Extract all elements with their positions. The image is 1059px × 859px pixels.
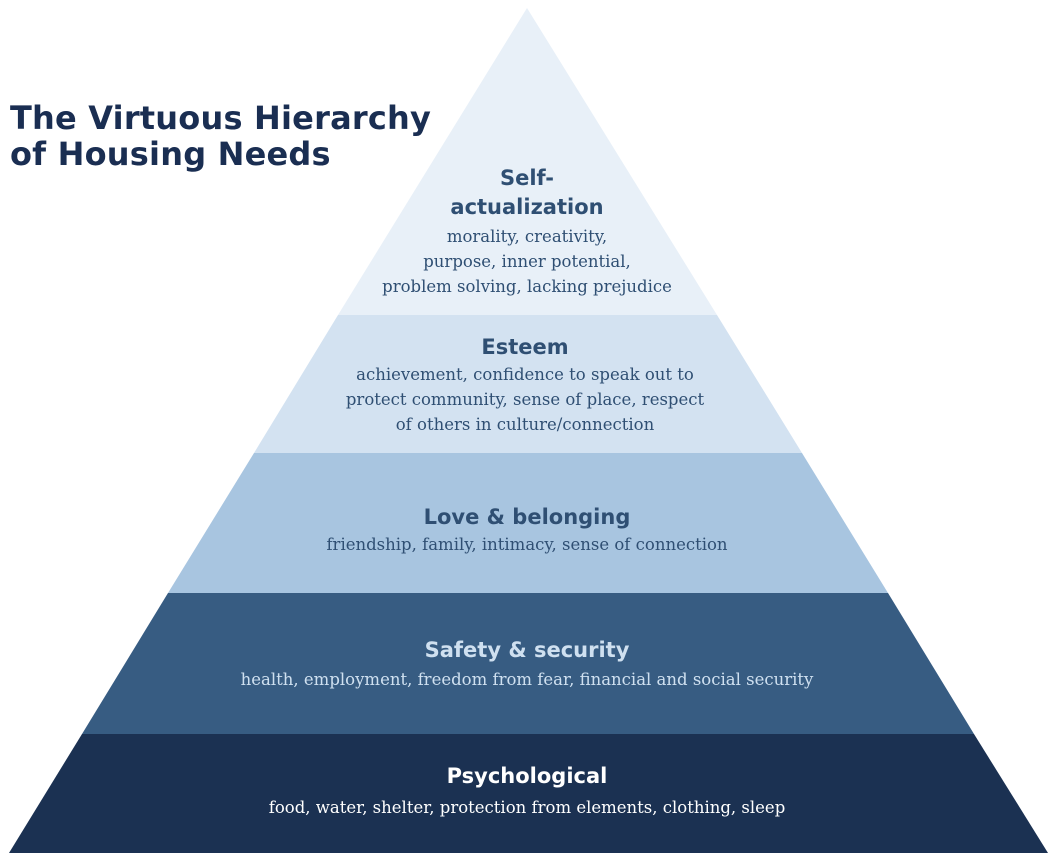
level-self-actualization-desc-3: problem solving, lacking prejudice: [382, 277, 672, 296]
level-esteem-desc-3: of others in culture/connection: [395, 415, 655, 434]
level-self-actualization-shape: [338, 8, 717, 315]
level-love-belonging-desc: friendship, family, intimacy, sense of c…: [326, 535, 728, 554]
level-esteem: Esteem achievement, confidence to speak …: [346, 333, 704, 437]
level-esteem-desc-2: protect community, sense of place, respe…: [345, 390, 705, 409]
level-psychological: Psychological food, water, shelter, prot…: [269, 762, 786, 820]
level-love-belonging: Love & belonging friendship, family, int…: [326, 503, 727, 557]
level-safety-shape: [82, 593, 974, 734]
level-psychological-desc: food, water, shelter, protection from el…: [268, 798, 786, 817]
level-self-actualization-title-2: actualization: [450, 195, 604, 219]
level-psychological-title: Psychological: [446, 764, 608, 788]
diagram-title: The Virtuous Hierarchy of Housing Needs: [10, 100, 431, 172]
level-safety-security-desc: health, employment, freedom from fear, f…: [240, 670, 814, 689]
title-line-1: The Virtuous Hierarchy: [10, 99, 432, 137]
level-esteem-shape: [254, 315, 802, 453]
title-line-2: of Housing Needs: [10, 135, 331, 173]
level-self-actualization-title-1: Self-: [499, 166, 555, 190]
level-self-actualization: Self- actualization morality, creativity…: [382, 164, 672, 299]
level-safety-security: Safety & security health, employment, fr…: [241, 636, 814, 692]
level-psychological-shape: [9, 734, 1048, 853]
level-self-actualization-desc-1: morality, creativity,: [446, 227, 608, 246]
level-esteem-desc-1: achievement, confidence to speak out to: [356, 365, 694, 384]
level-self-actualization-desc-2: purpose, inner potential,: [423, 252, 631, 271]
level-safety-security-title: Safety & security: [424, 638, 630, 662]
level-esteem-title: Esteem: [481, 335, 569, 359]
level-love-shape: [168, 453, 888, 593]
level-love-belonging-title: Love & belonging: [423, 505, 631, 529]
